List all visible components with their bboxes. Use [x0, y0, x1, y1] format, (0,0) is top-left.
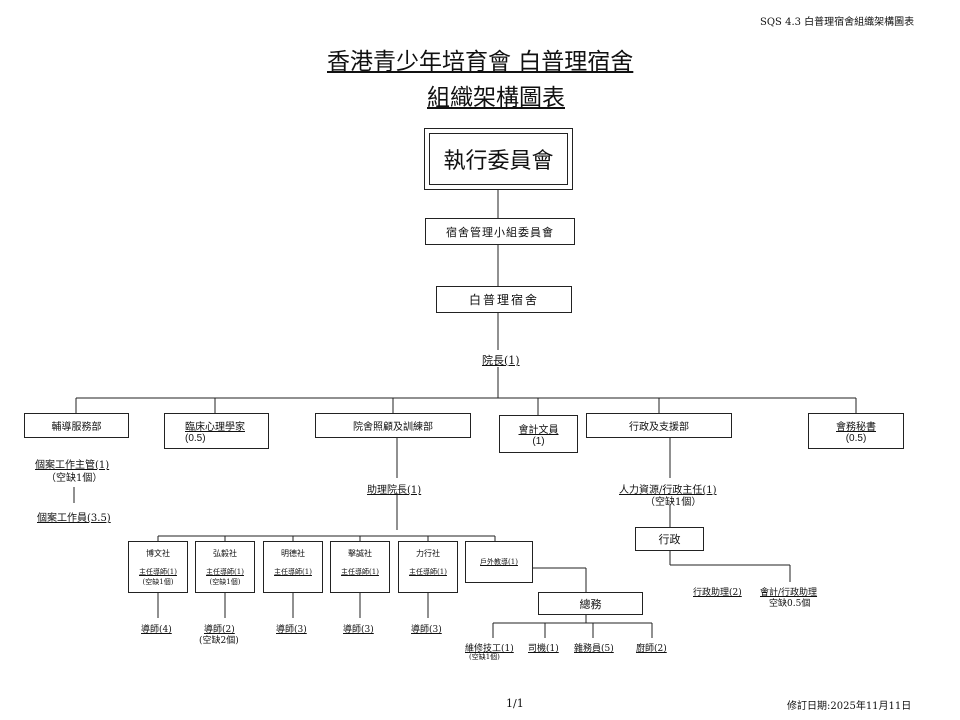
dept-counselling-label: 輔導服務部 [51, 422, 102, 433]
dept-psychologist-label: 臨床心理學家 [185, 422, 245, 433]
unit-box: 擊誠社主任導師(1) [330, 541, 390, 593]
unit-name: 博文社 [146, 549, 170, 558]
executive-committee-box: 執行委員會 [424, 128, 573, 190]
dept-secretary-box: 會務秘書 (0.5) [808, 413, 904, 449]
unit-box: 博文社主任導師(1) (空缺1個) [128, 541, 188, 593]
outreach-tutor-box: 戶外教導(1) [465, 541, 533, 583]
page-number: 1/1 [506, 697, 524, 710]
hostel-box: 白普理宿舍 [436, 286, 572, 313]
unit-lead-tutor: 主任導師(1) [341, 568, 379, 576]
executive-committee-inner: 執行委員會 [429, 133, 568, 185]
hr-admin-officer-vacancy: （空缺1個） [645, 497, 702, 508]
dept-accounting-clerk-box: 會計文員 (1) [499, 415, 578, 453]
title-line-2: 組織架構圖表 [427, 85, 565, 111]
unit-box: 力行社主任導師(1) [398, 541, 458, 593]
document-code: SQS 4.3 白普理宿舍組織架構圖表 [760, 17, 915, 28]
general-staff-role: 雜務員(5) [574, 644, 614, 654]
director-label: 院長(1) [482, 354, 520, 367]
general-staff-role: 維修技工(1) [465, 644, 514, 654]
dept-care-training-box: 院舍照顧及訓練部 [315, 413, 471, 438]
dept-secretary-label: 會務秘書 [836, 422, 876, 433]
admin-box: 行政 [635, 527, 704, 551]
title-line-1: 香港青少年培育會 白普理宿舍 [327, 49, 634, 75]
dept-accounting-clerk-count: (1) [532, 436, 545, 447]
assistant-director: 助理院長(1) [367, 485, 422, 496]
unit-tutors: 導師(4) [141, 625, 172, 635]
unit-name: 擊誠社 [348, 549, 372, 558]
unit-lead-tutor: 主任導師(1) [274, 568, 312, 576]
unit-box: 弘毅社主任導師(1) (空缺1個) [195, 541, 255, 593]
general-staff-role: 廚師(2) [636, 644, 667, 654]
case-work-supervisor-vacancy: （空缺1個） [46, 473, 103, 484]
admin-assistant: 行政助理(2) [693, 588, 742, 598]
management-committee-label: 宿舍管理小組委員會 [446, 225, 554, 239]
unit-tutors: 導師(3) [343, 625, 374, 635]
unit-tutors: 導師(3) [411, 625, 442, 635]
hostel-label: 白普理宿舍 [468, 293, 539, 307]
dept-secretary-count: (0.5) [845, 433, 867, 444]
unit-tutors: 導師(2) [204, 625, 235, 635]
accounting-admin-assistant: 會計/行政助理 [760, 588, 818, 598]
case-worker-label: 個案工作員(3.5) [37, 513, 111, 524]
unit-vacancy: (空缺1個) [209, 578, 241, 586]
revision-date: 修訂日期:2025年11月11日 [787, 701, 912, 712]
unit-lead-tutor: 主任導師(1) [139, 568, 177, 576]
management-committee-box: 宿舍管理小組委員會 [425, 218, 575, 245]
general-staff-vacancy: (空缺1個) [469, 653, 500, 661]
hr-admin-officer: 人力資源/行政主任(1) [619, 485, 717, 496]
unit-tutors: 導師(3) [276, 625, 307, 635]
dept-care-training-label: 院舍照顧及訓練部 [353, 422, 433, 433]
unit-box: 明德社主任導師(1) [263, 541, 323, 593]
general-staff-role: 司機(1) [528, 644, 559, 654]
unit-lead-tutor: 主任導師(1) [409, 568, 447, 576]
dept-admin-support-label: 行政及支援部 [629, 422, 689, 433]
outreach-tutor-label: 戶外教導(1) [480, 558, 518, 566]
accounting-admin-assistant-vacancy: 空缺0.5個 [769, 599, 811, 609]
unit-name: 力行社 [416, 549, 440, 558]
dept-accounting-clerk-label: 會計文員 [518, 425, 559, 436]
executive-committee-label: 執行委員會 [443, 149, 554, 174]
admin-label: 行政 [658, 533, 681, 546]
case-worker: 個案工作員(3.5) [37, 509, 111, 524]
case-work-supervisor: 個案工作主管(1) [35, 460, 110, 471]
unit-name: 弘毅社 [213, 549, 237, 558]
unit-name: 明德社 [281, 549, 305, 558]
dept-counselling-box: 輔導服務部 [24, 413, 129, 438]
unit-tutors-vacancy: (空缺2個) [199, 636, 239, 646]
dept-psychologist-count: (0.5) [185, 433, 206, 444]
unit-vacancy: (空缺1個) [142, 578, 174, 586]
dept-psychologist-box: 臨床心理學家 (0.5) [164, 413, 269, 449]
unit-lead-tutor: 主任導師(1) [206, 568, 244, 576]
general-affairs-label: 總務 [579, 597, 602, 611]
dept-admin-support-box: 行政及支援部 [586, 413, 732, 438]
general-affairs-box: 總務 [538, 592, 643, 615]
